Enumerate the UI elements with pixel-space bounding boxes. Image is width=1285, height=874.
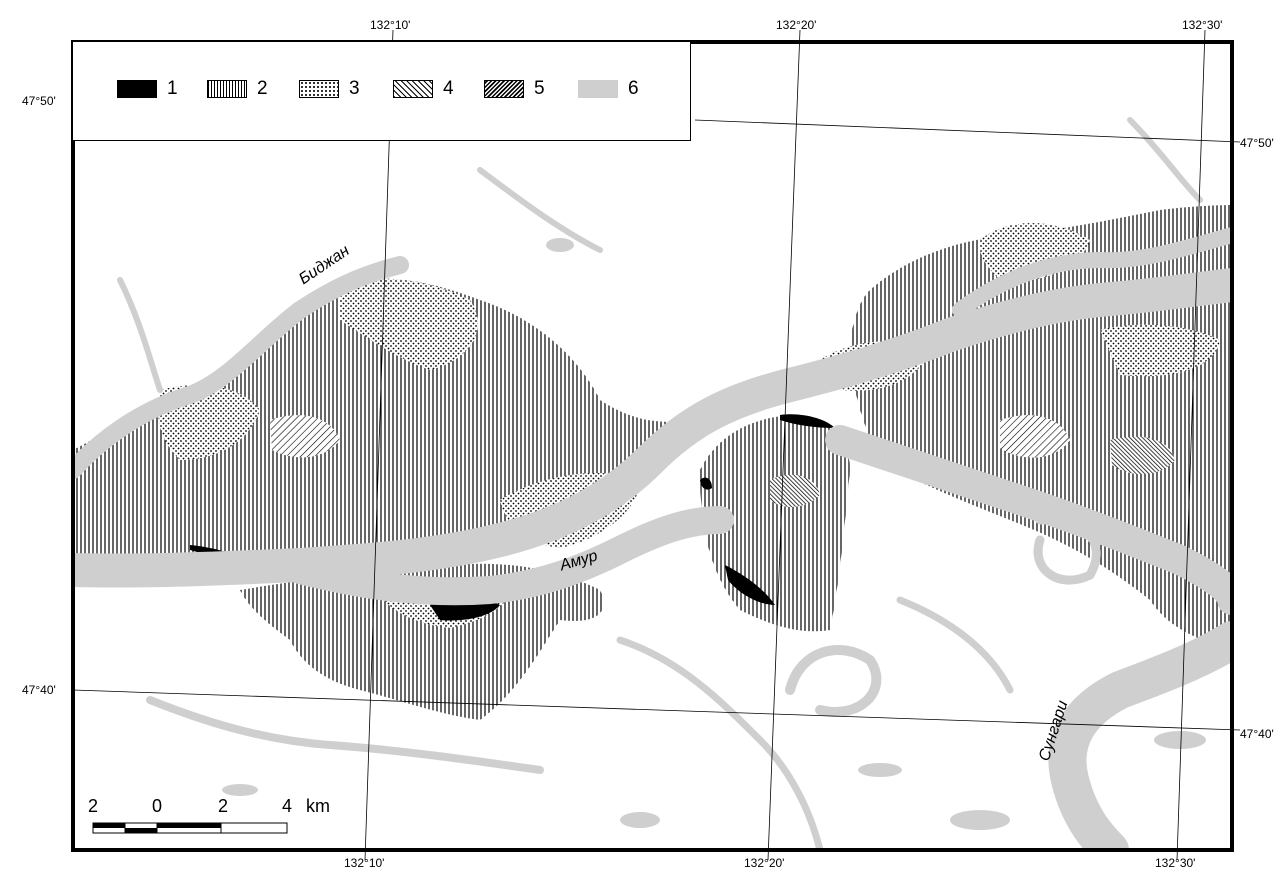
amur-river-lower-branch: [286, 506, 734, 606]
legend-item-1: 1: [117, 78, 178, 100]
lat-left-label: 47°40': [22, 683, 56, 697]
legend-label: 2: [257, 78, 268, 99]
minor-channel: [616, 636, 824, 850]
legend-item-4: 4: [393, 78, 454, 100]
legend-swatch-dense-hatch: [484, 80, 524, 98]
lake: [546, 238, 574, 252]
parallel-line: [694, 119, 1241, 143]
lon-bottom-label: 132°30': [1155, 856, 1196, 870]
lon-top-label: 132°30': [1182, 18, 1223, 32]
minor-channel: [146, 696, 544, 774]
lake: [858, 763, 902, 777]
lat-right-label: 47°50': [1240, 136, 1274, 150]
diagonal-patch: [1000, 415, 1070, 458]
lat-right-label: 47°40': [1240, 727, 1274, 741]
legend-label: 1: [167, 78, 178, 99]
legend-item-6: 6: [578, 78, 639, 100]
dotted-patch: [1100, 324, 1220, 377]
oxbow-lake: [785, 645, 882, 717]
legend-label: 5: [534, 78, 545, 99]
meridian-line: [767, 29, 801, 861]
oxbow-lake: [1033, 514, 1101, 585]
lake: [950, 810, 1010, 830]
lake: [1154, 731, 1206, 749]
scale-tick-label: 2: [218, 796, 229, 816]
legend-label: 4: [443, 78, 454, 99]
channel-north-east: [952, 227, 1232, 318]
scale-tick-label: 0: [152, 796, 163, 816]
black-patch: [725, 565, 775, 605]
graticule: [72, 29, 1241, 861]
legend-swatch-vertical-hatch: [207, 80, 247, 98]
scale-tick-label: 4: [282, 796, 293, 816]
legend-item-2: 2: [207, 78, 268, 100]
legend-item-3: 3: [299, 78, 360, 100]
dotted-patch: [340, 278, 478, 370]
black-patch: [780, 414, 835, 428]
water-bodies: [73, 117, 1232, 850]
sungari-river: [1048, 621, 1232, 850]
south-floodplain-area: [240, 563, 604, 720]
minor-channel: [477, 167, 603, 253]
legend: 1 2 3 4 5 6: [73, 42, 691, 141]
meridian-line: [1176, 29, 1206, 861]
legend-swatch-black: [117, 80, 157, 98]
legend-swatch-diagonal-hatch: [393, 80, 433, 98]
lon-top-label: 132°20': [776, 18, 817, 32]
lon-top-label: 132°10': [370, 18, 411, 32]
minor-channel: [1127, 117, 1203, 203]
lake: [222, 784, 258, 796]
minor-channel: [117, 277, 163, 393]
scale-tick-label: 2: [88, 796, 99, 816]
scale-bar-graphic: [92, 822, 288, 834]
lon-bottom-label: 132°10': [344, 856, 385, 870]
lon-bottom-label: 132°20': [744, 856, 785, 870]
scale-bar: 2 0 2 4 km: [88, 796, 330, 836]
lake: [620, 812, 660, 828]
meridian-line: [364, 29, 394, 861]
legend-label: 3: [349, 78, 360, 99]
minor-channel: [896, 596, 1014, 694]
lakes: [222, 238, 1206, 830]
bidzhan-river: [73, 256, 409, 479]
dense-hatch-patch: [1110, 436, 1175, 475]
parallel-line: [72, 689, 1241, 731]
lat-left-label: 47°50': [22, 94, 56, 108]
diagonal-patch: [270, 415, 340, 458]
legend-label: 6: [628, 78, 639, 99]
scale-unit: km: [306, 796, 330, 816]
amur-channel-east: [825, 425, 1232, 615]
legend-swatch-dots: [299, 80, 339, 98]
black-patch: [700, 477, 712, 490]
hatched-areas: [270, 415, 1175, 507]
legend-swatch-gray: [578, 80, 618, 98]
legend-item-5: 5: [484, 78, 545, 100]
